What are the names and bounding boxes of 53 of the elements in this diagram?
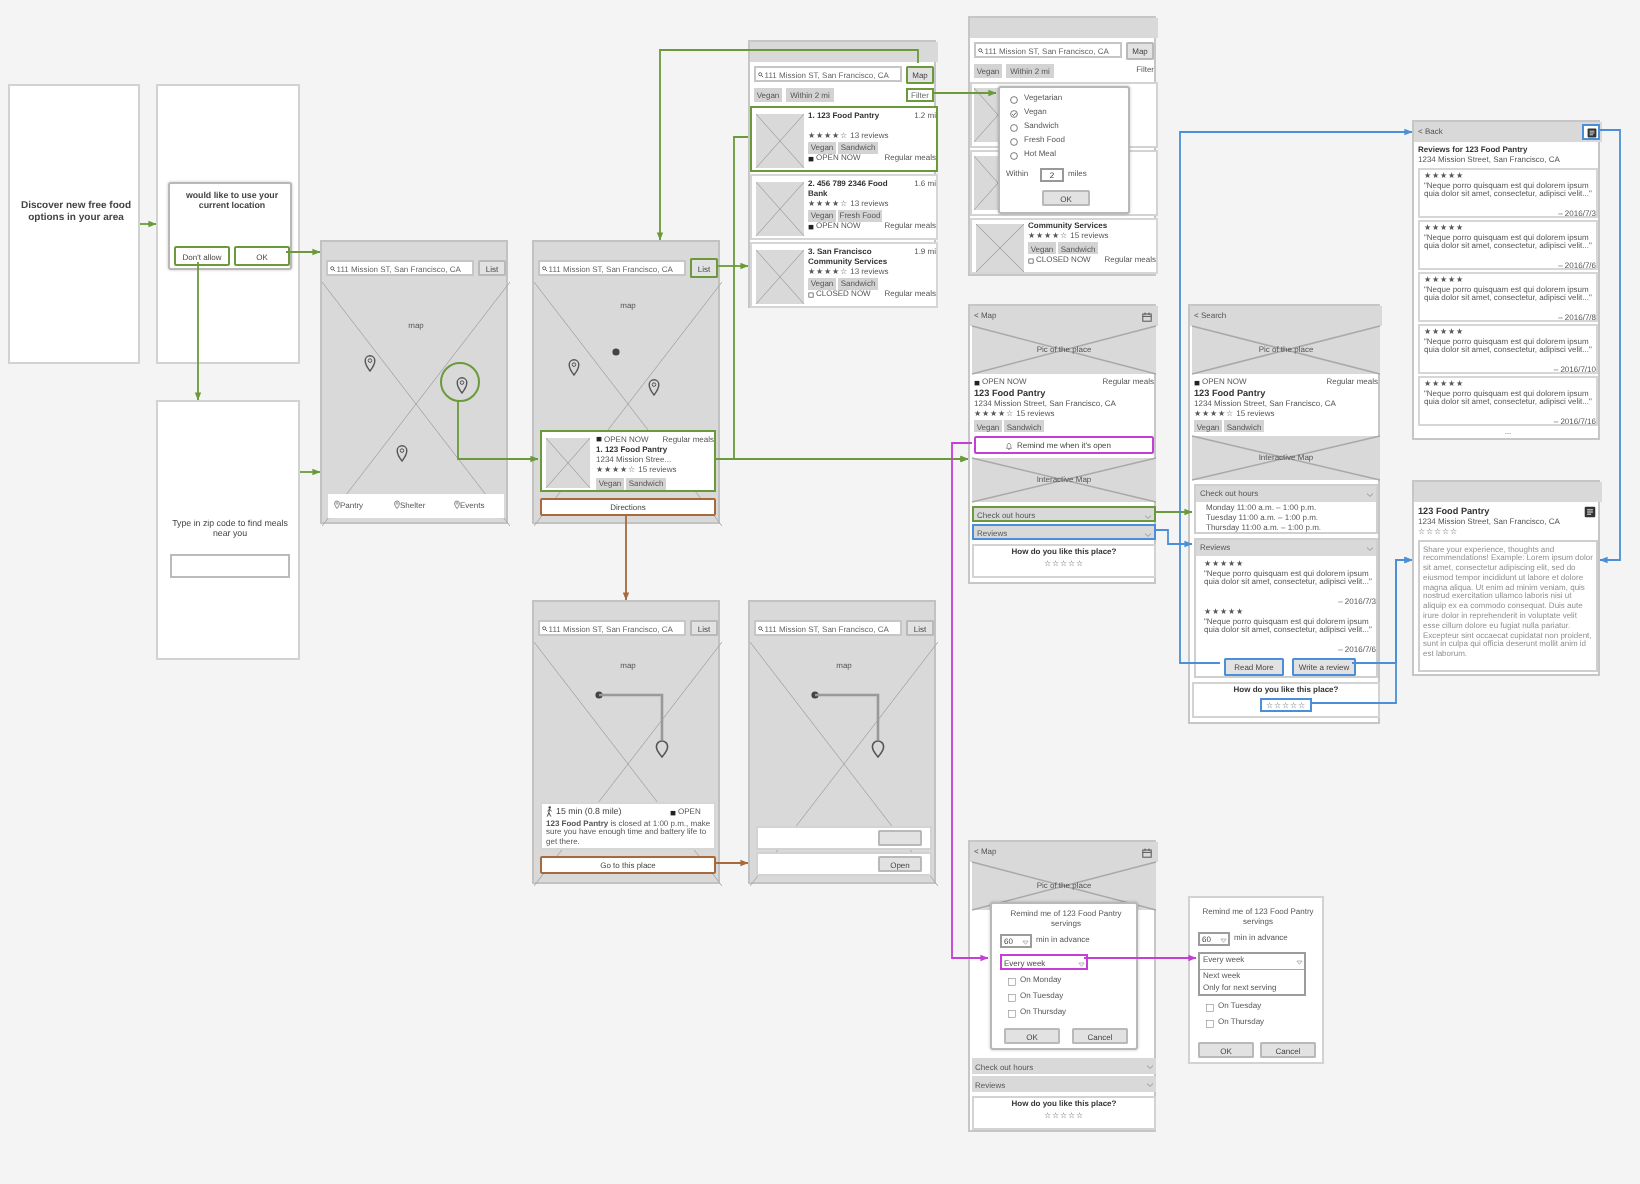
arrow (299, 468, 321, 476)
arrow (931, 89, 997, 97)
arrow (1083, 954, 1197, 962)
reminder-dialog (990, 902, 1138, 1050)
place-card (540, 430, 716, 492)
arrow (1153, 529, 1193, 548)
phone-screen (156, 400, 300, 660)
reminder-dialog (1188, 896, 1324, 1064)
map-legend-bar (328, 494, 504, 518)
arrow (733, 136, 969, 463)
review-card (1418, 168, 1598, 218)
review-card (1418, 376, 1598, 426)
splash-screen (8, 84, 140, 364)
arrow (1179, 128, 1413, 664)
list-item (750, 106, 938, 172)
arrow (194, 261, 202, 401)
map-screen (748, 600, 936, 884)
dropdown-menu (1198, 952, 1306, 996)
list-screen (968, 16, 1156, 276)
list-item (970, 218, 1158, 274)
list-screen (748, 40, 936, 308)
review-card (1418, 324, 1598, 374)
arrow (285, 248, 321, 256)
arrow (1597, 129, 1621, 564)
map-screen (532, 600, 720, 884)
detail-screen (968, 840, 1156, 1132)
arrow (1153, 508, 1193, 516)
reviews-screen (1412, 120, 1600, 440)
arrow (656, 49, 919, 241)
arrow (139, 220, 157, 228)
detail-screen (968, 304, 1156, 584)
map-screen (532, 240, 720, 524)
arrow (951, 442, 989, 962)
review-form-screen (1412, 480, 1600, 676)
route-info-card (540, 802, 716, 850)
review-card (1418, 220, 1598, 270)
phone-screen (156, 84, 300, 364)
reviews-section (1194, 538, 1378, 678)
arrow (1309, 556, 1413, 704)
detail-screen (1188, 304, 1380, 724)
permission-dialog (168, 182, 292, 270)
arrow (715, 262, 749, 270)
arrow (713, 859, 749, 867)
list-item (750, 174, 938, 240)
arrow (622, 513, 630, 601)
list-item (750, 242, 938, 308)
filter-panel (998, 86, 1130, 214)
review-card (1418, 272, 1598, 322)
arrow (457, 399, 539, 463)
map-screen (320, 240, 508, 524)
note-icon (1582, 124, 1600, 140)
highlight-ring (440, 362, 480, 402)
hours-section (1194, 484, 1378, 534)
